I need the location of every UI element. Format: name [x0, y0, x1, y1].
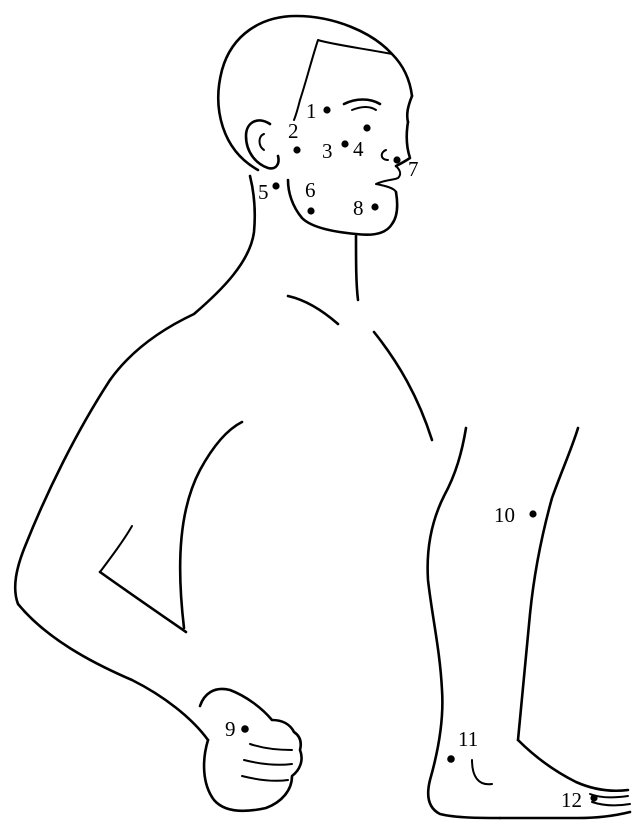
arm-outline	[15, 380, 301, 811]
point-8-label: 8	[353, 196, 364, 220]
point-8-dot	[371, 203, 378, 210]
point-4-label: 4	[353, 137, 364, 161]
point-6: 6	[305, 178, 316, 215]
point-8: 8	[353, 196, 379, 220]
point-1: 1	[306, 99, 331, 123]
point-9-dot	[241, 725, 249, 733]
point-1-dot	[323, 106, 330, 113]
point-7-label: 7	[408, 157, 419, 181]
point-2: 2	[288, 119, 301, 154]
point-1-label: 1	[306, 99, 317, 123]
point-5-label: 5	[258, 180, 269, 204]
point-12: 12	[561, 788, 598, 812]
point-4-dot	[363, 124, 370, 131]
point-11-dot	[447, 755, 455, 763]
point-9: 9	[225, 717, 249, 741]
point-12-dot	[590, 794, 597, 801]
point-10: 10	[494, 503, 537, 527]
point-6-label: 6	[305, 178, 316, 202]
point-6-dot	[307, 207, 314, 214]
point-3: 3	[322, 139, 349, 163]
point-10-dot	[529, 510, 536, 517]
point-12-label: 12	[561, 788, 582, 812]
point-5: 5	[258, 180, 280, 204]
point-7-dot	[393, 156, 400, 163]
point-3-label: 3	[322, 139, 333, 163]
point-4: 4	[353, 124, 371, 161]
point-9-label: 9	[225, 717, 236, 741]
point-10-label: 10	[494, 503, 515, 527]
point-2-dot	[293, 146, 300, 153]
point-11: 11	[447, 727, 478, 763]
point-11-label: 11	[458, 727, 478, 751]
point-5-dot	[272, 182, 279, 189]
leg-outline	[428, 428, 630, 818]
point-3-dot	[341, 140, 348, 147]
torso-outline	[110, 176, 432, 628]
point-2-label: 2	[288, 119, 299, 143]
